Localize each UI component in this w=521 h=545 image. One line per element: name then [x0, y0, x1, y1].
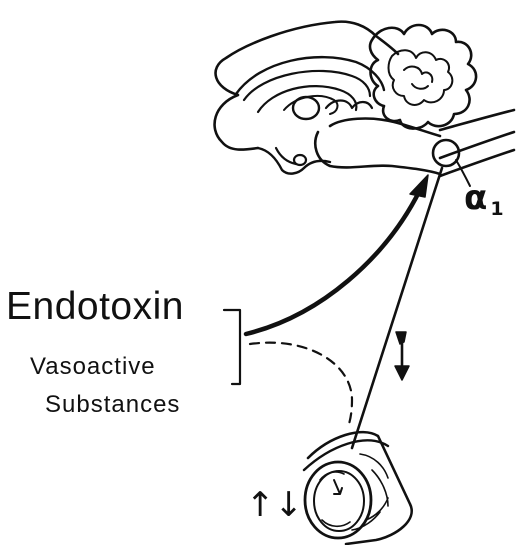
- endotoxin-to-brain-arrow: [246, 190, 420, 334]
- corpus-callosum: [236, 57, 384, 94]
- downward-arrow-icon: [395, 332, 409, 380]
- vasoactive-label: Vasoactive: [30, 355, 156, 379]
- thalamus: [293, 97, 319, 119]
- endotoxin-label: Endotoxin: [6, 287, 184, 326]
- midbrain-bumps: [326, 101, 372, 109]
- alpha-subscript: 1: [490, 198, 503, 220]
- endotoxin-arrowhead: [410, 175, 428, 197]
- vessel-lumen-inner: [314, 471, 364, 531]
- vessel-top-edge: [304, 440, 388, 470]
- vessel-change-arrows-icon: ↑↓: [246, 488, 303, 522]
- vasoactive-dashed-path: [250, 343, 352, 428]
- vessel-lumen-arrow: [334, 480, 342, 494]
- cerebellum: [370, 25, 476, 129]
- cerebellum-folia: [389, 50, 453, 105]
- brain-sagittal-section: [215, 22, 514, 186]
- label-bracket: [224, 310, 240, 384]
- pituitary-stalk: [276, 148, 296, 164]
- neural-pathway-line: [352, 168, 442, 448]
- fornix-arc: [258, 86, 356, 112]
- alpha-symbol: α: [464, 178, 487, 218]
- blood-vessel: [304, 432, 412, 544]
- substances-label: Substances: [45, 393, 180, 417]
